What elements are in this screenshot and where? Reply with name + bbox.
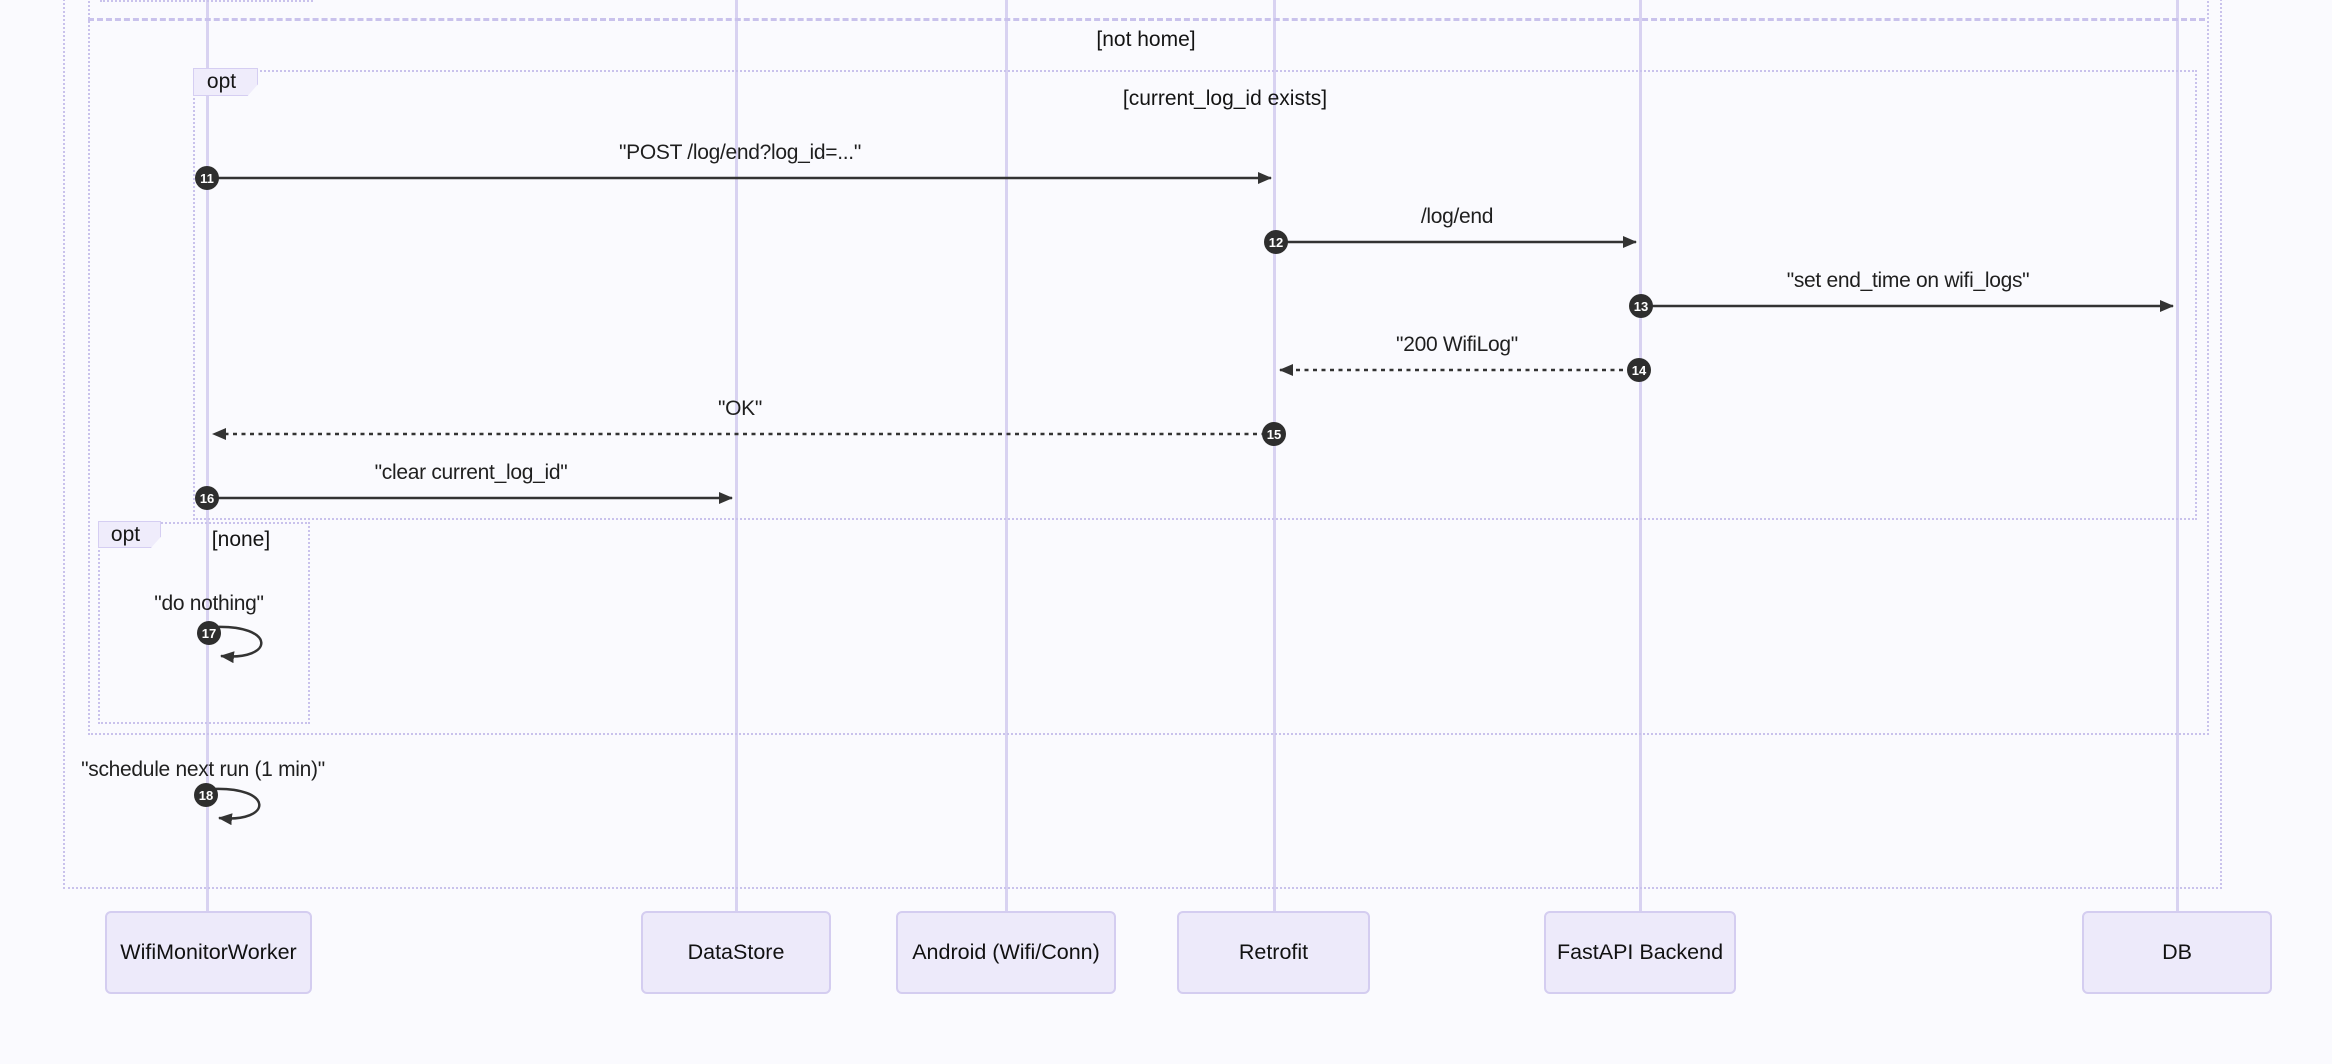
- message-number-badge-13: 13: [1629, 294, 1653, 318]
- message-number-badge-14: 14: [1627, 358, 1651, 382]
- opt-label-current: opt: [193, 68, 258, 96]
- alt-else-guard: [not home]: [1096, 28, 1196, 51]
- message-number-badge-15: 15: [1262, 422, 1286, 446]
- message-label-14: "200 WifiLog": [1396, 333, 1518, 356]
- message-number-badge-16: 16: [195, 486, 219, 510]
- message-label-15: "OK": [717, 397, 763, 420]
- alt-else-divider: [88, 18, 2205, 21]
- opt-guard-current: [current_log_id exists]: [1122, 87, 1328, 110]
- message-label-11: "POST /log/end?log_id=...": [619, 141, 861, 164]
- lifeline-db: [2175, 0, 2179, 911]
- lifeline-android: [1004, 0, 1008, 911]
- message-number-badge-17: 17: [197, 621, 221, 645]
- opt-label-none: opt: [98, 521, 161, 548]
- participant-datastore: DataStore: [641, 911, 831, 994]
- lifeline-retrofit: [1272, 0, 1276, 911]
- message-label-17: "do nothing": [154, 592, 264, 615]
- message-number-badge-11: 11: [195, 166, 219, 190]
- participant-retrofit: Retrofit: [1177, 911, 1370, 994]
- message-label-16: "clear current_log_id": [374, 461, 568, 484]
- message-label-13: "set end_time on wifi_logs": [1786, 269, 2030, 292]
- message-number-badge-18: 18: [194, 783, 218, 807]
- opt-frame-above-fragment: [100, 0, 313, 2]
- opt-guard-none: [none]: [211, 528, 271, 551]
- loop-frame: [63, 0, 2222, 889]
- opt-frame-current-log-id: [193, 70, 2197, 520]
- alt-frame: [88, 0, 2209, 735]
- lifeline-datastore: [734, 0, 738, 911]
- message-selfloop-17: [212, 625, 263, 664]
- participant-fastapi-backend: FastAPI Backend: [1544, 911, 1736, 994]
- participant-android: Android (Wifi/Conn): [896, 911, 1116, 994]
- message-number-badge-12: 12: [1264, 230, 1288, 254]
- participant-db: DB: [2082, 911, 2272, 994]
- participant-wifimonitorworker: WifiMonitorWorker: [105, 911, 312, 994]
- opt-frame-none: [98, 522, 310, 724]
- lifeline-wifimonitorworker: [205, 0, 209, 911]
- message-label-12: /log/end: [1420, 205, 1494, 228]
- message-label-18: "schedule next run (1 min)": [81, 758, 325, 781]
- message-selfloop-18: [210, 787, 261, 826]
- lifeline-fastapi-backend: [1638, 0, 1642, 911]
